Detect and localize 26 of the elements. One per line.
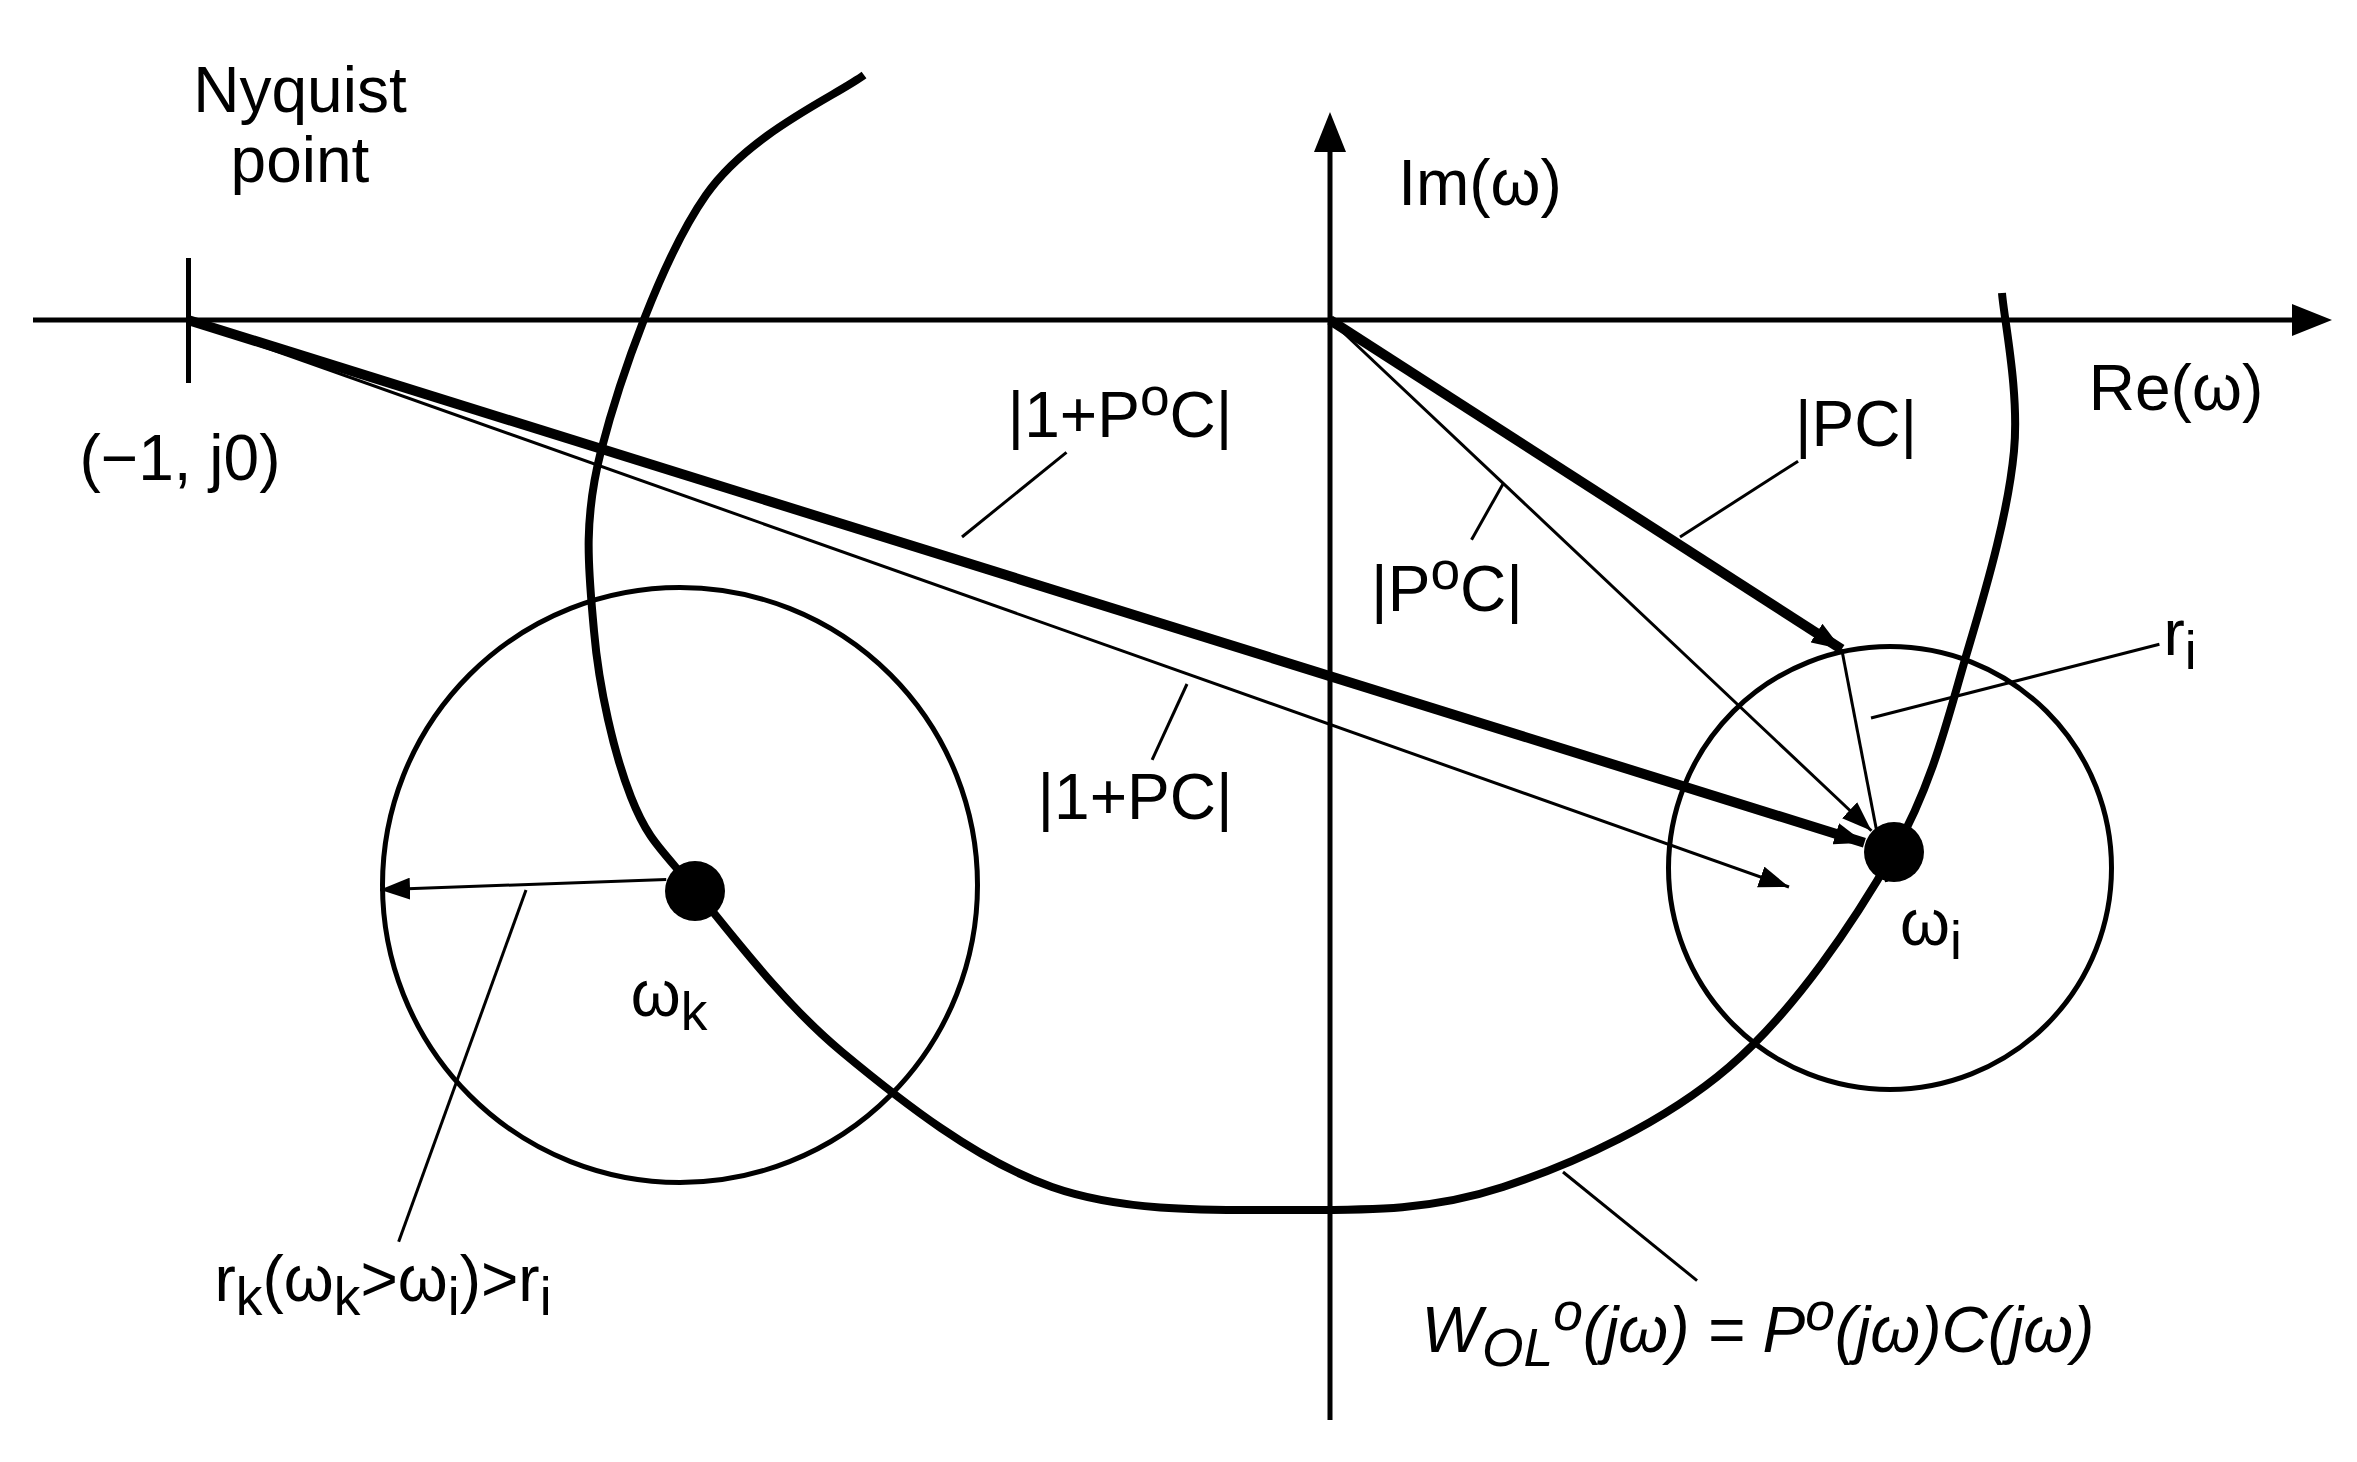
vector-arrow (1327, 315, 1845, 654)
vector-label: |1+P$^{o}$C| (1007, 367, 1233, 451)
frequency-label: ω$_{i}$ (1900, 887, 1962, 971)
leader-line (1679, 459, 1799, 539)
vector-label: |PC| (1794, 388, 1918, 460)
vector-arrow (380, 877, 667, 900)
coordinate-label: (−1, j0) (79, 422, 281, 494)
radius-circle (380, 585, 980, 1185)
leader-line (397, 889, 528, 1243)
radius-label: r$_{i}$ (2163, 597, 2197, 681)
leader-line (1870, 642, 2160, 720)
tick-mark (185, 258, 191, 383)
leader-line (1150, 683, 1189, 761)
axis-label: Re(ω) (2088, 352, 2264, 424)
axis-label: Im(ω) (1398, 147, 1562, 219)
leader-line (1562, 1170, 1698, 1282)
leader-line (1470, 483, 1505, 541)
leader-line (961, 451, 1068, 539)
point-marker (665, 861, 725, 921)
radius-label: r$_{k}$(ω$_{k}$>ω$_{i}$)>r$_{i}$ (214, 1243, 552, 1327)
frequency-label: ω$_{k}$ (630, 958, 708, 1042)
formula-label: W$_{OL}$$^{o}$(jω) = P$^{o}$(jω)C(jω) (1421, 1282, 2095, 1378)
point-label: Nyquist point (192, 54, 408, 196)
vector-label: |P$^{o}$C| (1371, 541, 1523, 625)
vector-label: |1+PC| (1037, 761, 1233, 833)
radius-circle (1666, 644, 2114, 1092)
